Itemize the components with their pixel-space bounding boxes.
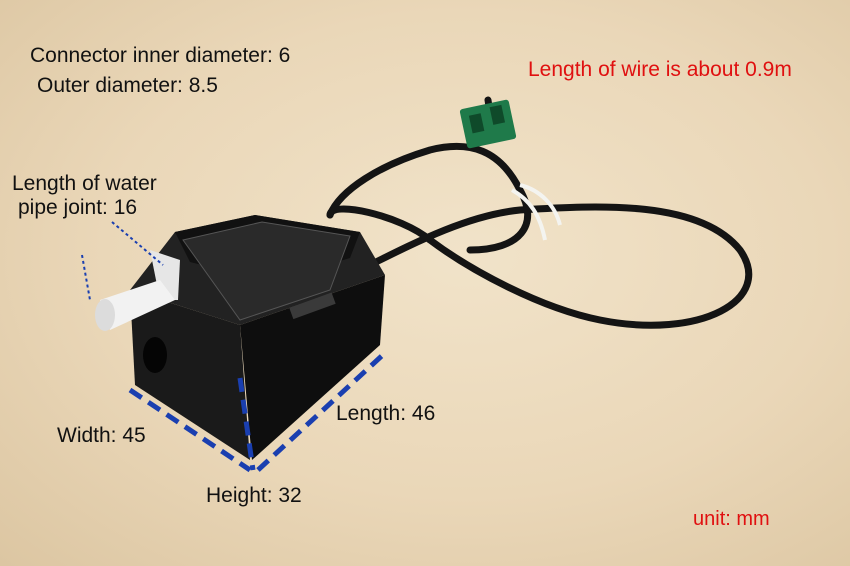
width-dimension-line (128, 387, 252, 473)
dimension-lines (128, 350, 388, 473)
water-pipe-joint (95, 250, 180, 331)
wire-length-label: Length of wire is about 0.9m (528, 58, 792, 81)
pipe-joint-length-label-line2: pipe joint: 16 (18, 196, 138, 219)
length-label: Length: 46 (336, 402, 436, 425)
green-connector (459, 99, 517, 149)
connector-inner-diameter-label: Connector inner diameter: 6 (30, 44, 291, 67)
unit-label: unit: mm (693, 508, 770, 530)
length-dimension-line (256, 350, 388, 472)
height-dimension-line (237, 377, 256, 471)
pipe-joint-length-label-line1: Length of water (12, 172, 157, 195)
connector-outer-diameter-label: Outer diameter: 8.5 (37, 74, 218, 97)
pipe-pointer-line (111, 221, 164, 266)
height-label: Height: 32 (206, 484, 302, 507)
pipe-pointer-line-2 (81, 254, 91, 301)
cable-tie (511, 183, 562, 241)
power-cable (326, 96, 753, 329)
width-label: Width: 45 (57, 424, 146, 447)
pump-body (130, 215, 385, 460)
